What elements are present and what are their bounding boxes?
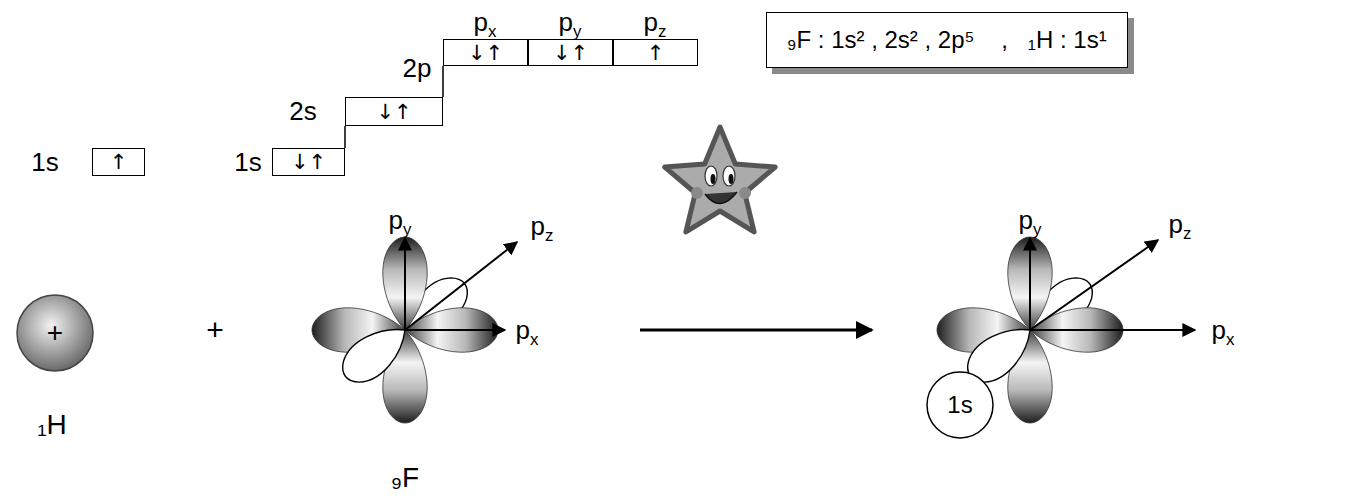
orbital-label: 1s (31, 149, 58, 175)
stair-line (442, 66, 444, 97)
star-mascot (665, 127, 775, 232)
orbital-label: + (206, 315, 224, 345)
configuration-box: ₉F : 1s² , 2s² , 2p⁵ , ₁H : 1s¹ (766, 12, 1128, 68)
orbital-label: + (47, 317, 63, 349)
electron-arrows: ↓↑ (468, 41, 503, 65)
orbital-label: 2p (403, 55, 432, 81)
orbital-box: ↑ (92, 148, 145, 176)
electron-arrows: ↑ (647, 41, 665, 65)
orbital-label: 2s (289, 98, 316, 124)
axis-label: px (474, 9, 497, 35)
axis-label: py (1019, 207, 1042, 233)
electron-arrows: ↓↑ (376, 100, 411, 124)
orbital-box: ↑ (613, 39, 698, 66)
axis-label: py (559, 9, 582, 35)
axis-label: pz (644, 9, 667, 35)
reaction-arrow (640, 329, 872, 332)
axis-label: pz (531, 213, 554, 239)
hydrogen-atom: + (15, 293, 95, 373)
s-orbital-circle: 1s (925, 370, 995, 440)
electron-arrows: ↓↑ (553, 41, 588, 65)
electron-configuration: ₉F : 1s² , 2s² , 2p⁵ , ₁H : 1s¹ (787, 26, 1107, 54)
orbital-box: ↓↑ (528, 39, 613, 66)
axis-label: px (1212, 317, 1235, 343)
axis-label: py (389, 207, 412, 233)
orbital-label: 1s (234, 149, 261, 175)
orbital-label: ₉F (391, 464, 419, 492)
orbital-box: ↓↑ (443, 39, 528, 66)
electron-arrows: ↓↑ (291, 150, 326, 174)
stair-line (344, 126, 346, 148)
fluorine-orbitals (312, 237, 517, 423)
orbital-label: ₁H (37, 411, 67, 439)
axis-label: px (516, 317, 539, 343)
electron-arrows: ↑ (110, 150, 128, 174)
orbital-label: 1s (947, 391, 972, 419)
orbital-box: ↓↑ (272, 148, 345, 176)
axis-label: pz (1169, 211, 1192, 237)
orbital-box: ↓↑ (345, 97, 443, 126)
